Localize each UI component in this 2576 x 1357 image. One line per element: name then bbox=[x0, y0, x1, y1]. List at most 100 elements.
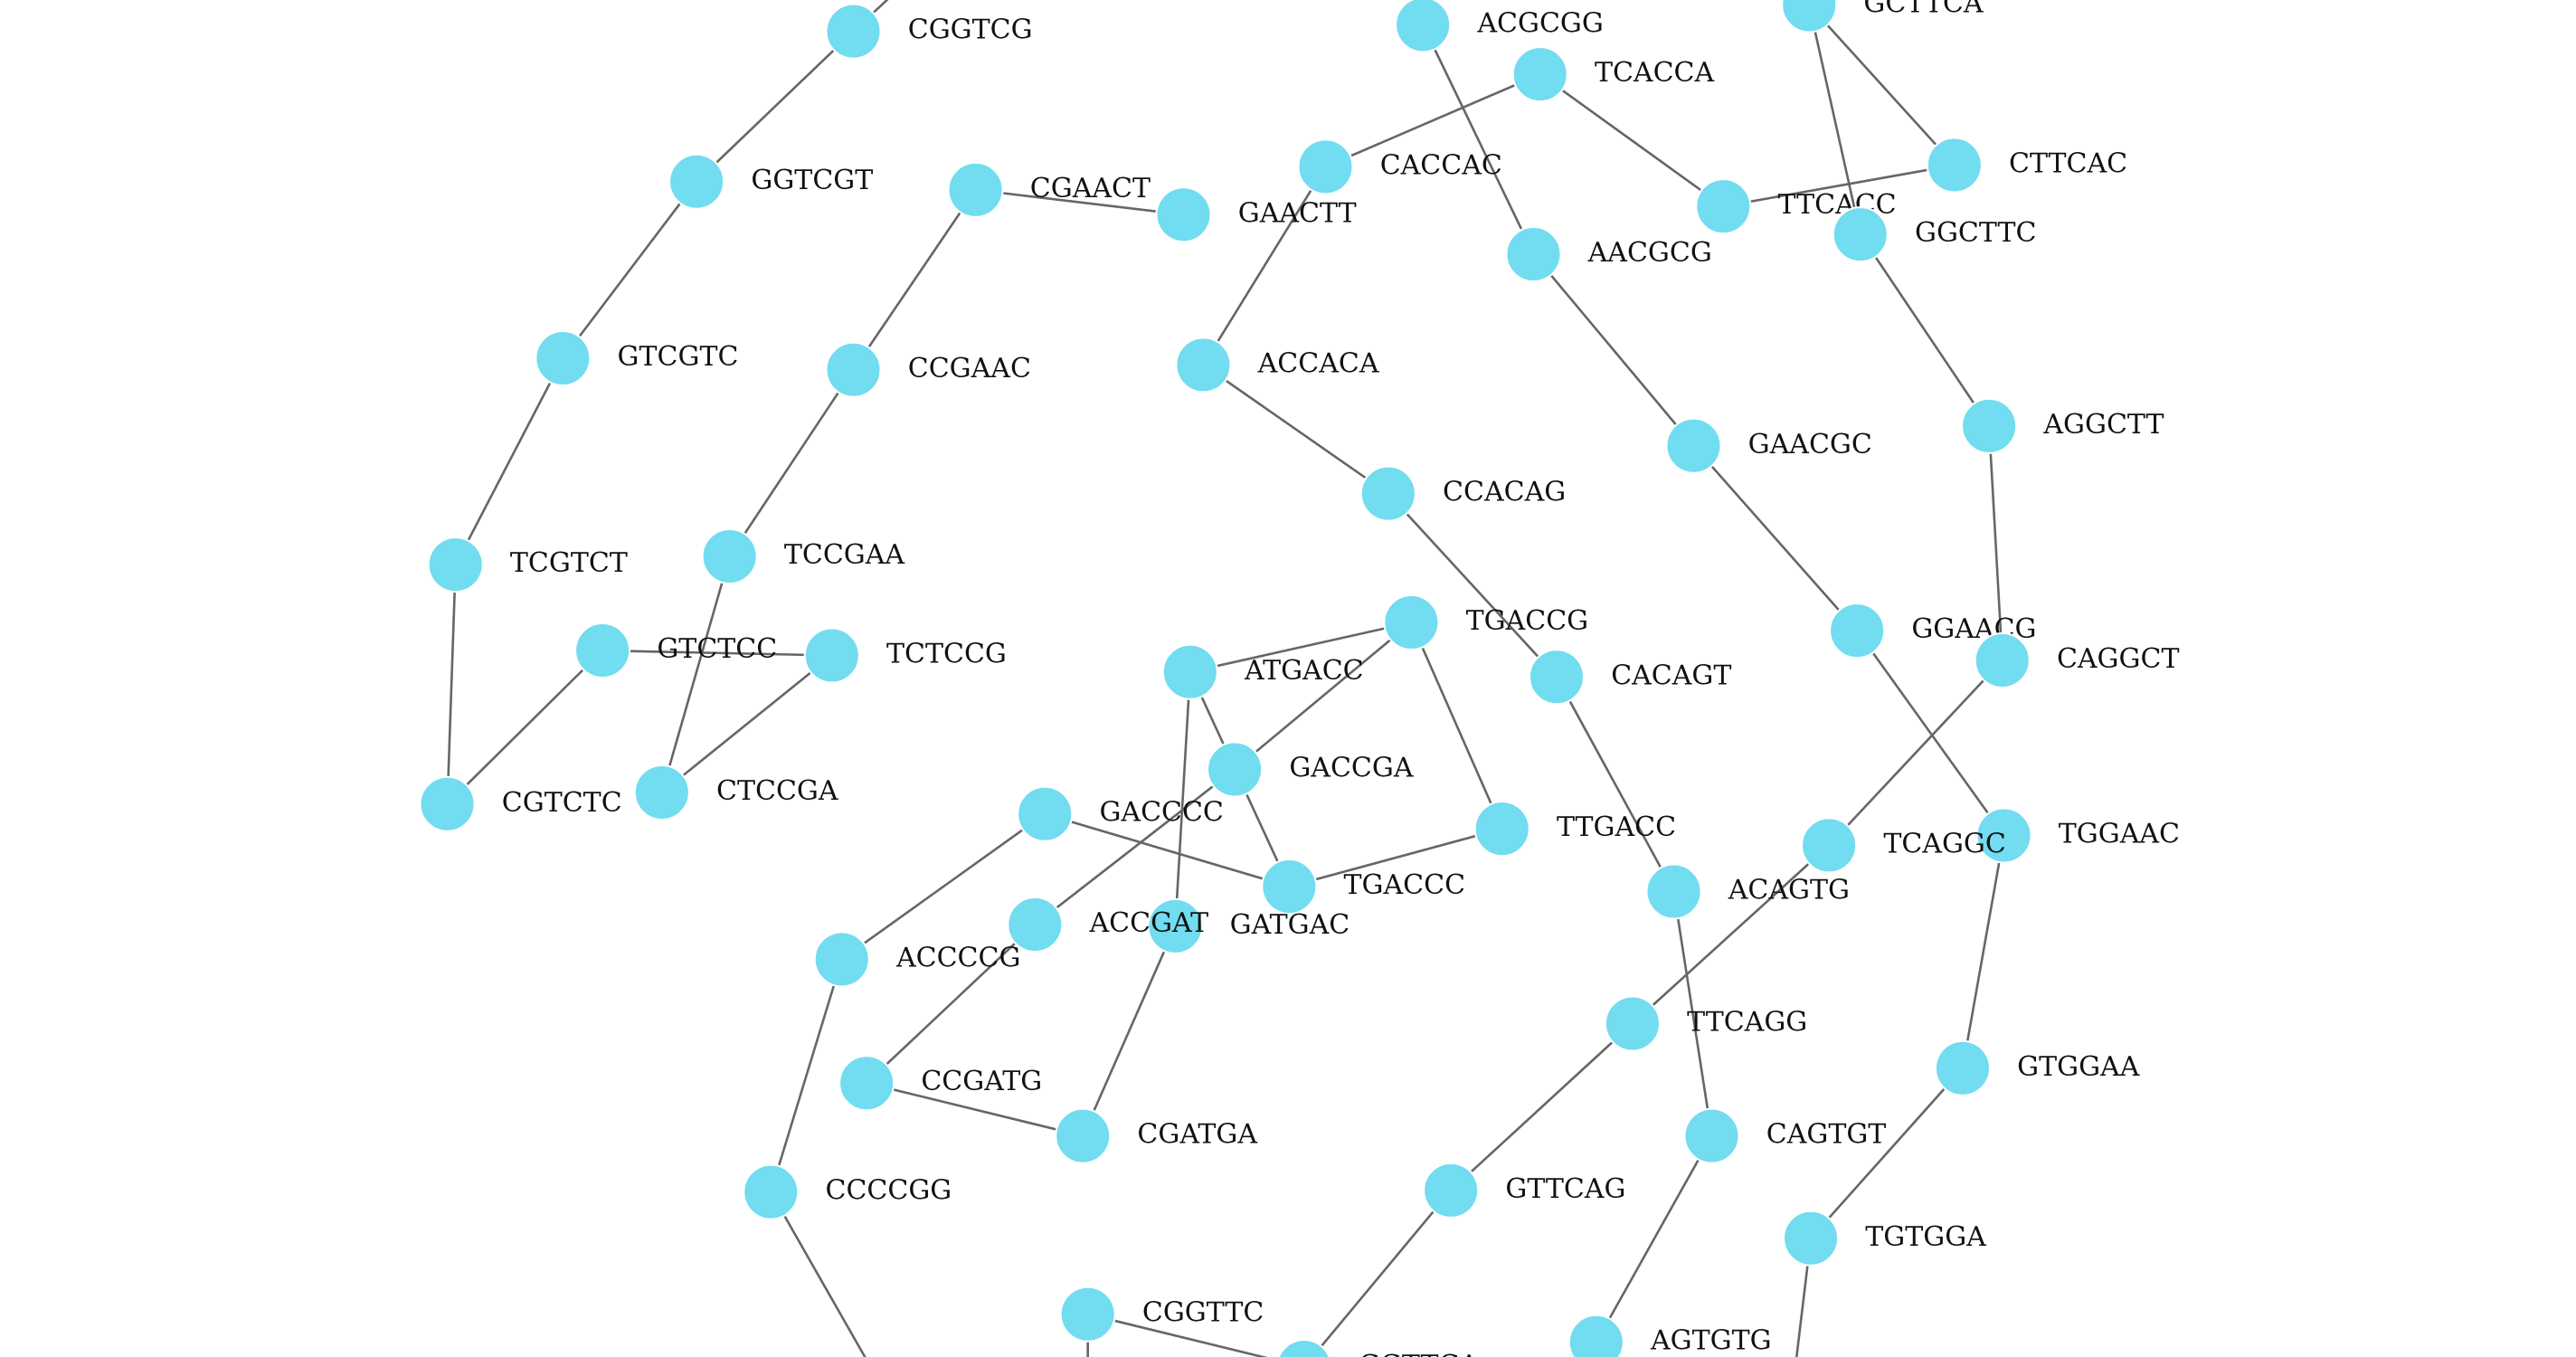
node-circle[interactable] bbox=[1261, 859, 1318, 916]
node-cacagt[interactable]: CACAGT bbox=[1528, 649, 1731, 706]
node-circle[interactable] bbox=[1781, 0, 1838, 33]
node-gtctcc[interactable]: GTCTCC bbox=[574, 622, 777, 679]
node-circle[interactable] bbox=[701, 528, 758, 585]
node-acgcgg[interactable]: ACGCGG bbox=[1395, 0, 1604, 53]
node-circle[interactable] bbox=[1832, 206, 1889, 263]
node-gaactt[interactable]: GAACTT bbox=[1155, 186, 1357, 243]
node-tgtgga[interactable]: TGTGGA bbox=[1783, 1210, 1986, 1267]
node-cgaact[interactable]: CGAACT bbox=[947, 161, 1151, 218]
node-circle[interactable] bbox=[1017, 785, 1074, 842]
node-ccccgg[interactable]: CCCCGG bbox=[743, 1163, 952, 1220]
node-circle[interactable] bbox=[1297, 138, 1354, 195]
node-cggtcg[interactable]: CGGTCG bbox=[825, 3, 1033, 60]
node-circle[interactable] bbox=[1975, 807, 2032, 864]
node-gaccga[interactable]: GACCGA bbox=[1207, 741, 1414, 798]
node-circle[interactable] bbox=[1829, 603, 1886, 660]
node-circle[interactable] bbox=[1147, 897, 1204, 954]
node-circle[interactable] bbox=[1383, 594, 1440, 651]
node-aacgcg[interactable]: AACGCG bbox=[1505, 226, 1712, 283]
node-caccac[interactable]: CACCAC bbox=[1297, 138, 1502, 195]
node-circle[interactable] bbox=[1695, 178, 1752, 235]
node-cgtctc[interactable]: CGTCTC bbox=[419, 775, 622, 832]
node-label: CGTCTC bbox=[502, 787, 622, 819]
node-tggaac[interactable]: TGGAAC bbox=[1975, 807, 2180, 864]
node-circle[interactable] bbox=[1277, 1339, 1331, 1357]
node-ccacag[interactable]: CCACAG bbox=[1359, 465, 1566, 522]
node-circle[interactable] bbox=[1934, 1039, 1991, 1096]
node-tgaccg[interactable]: TGACCG bbox=[1383, 594, 1588, 651]
node-gtggaa[interactable]: GTGGAA bbox=[1934, 1039, 2140, 1096]
node-accaca[interactable]: ACCACA bbox=[1175, 337, 1379, 394]
node-circle[interactable] bbox=[1155, 186, 1212, 243]
node-tccgaa[interactable]: TCCGAA bbox=[701, 528, 905, 585]
node-caggct[interactable]: CAGGCT bbox=[1974, 632, 2180, 688]
node-circle[interactable] bbox=[668, 153, 725, 210]
node-circle[interactable] bbox=[1974, 632, 2031, 688]
node-ccgaac[interactable]: CCGAAC bbox=[825, 341, 1031, 398]
node-circle[interactable] bbox=[1161, 643, 1218, 700]
node-cagtgt[interactable]: CAGTGT bbox=[1683, 1107, 1887, 1164]
node-circle[interactable] bbox=[1567, 1314, 1624, 1357]
node-circle[interactable] bbox=[1059, 1286, 1116, 1343]
node-circle[interactable] bbox=[1926, 137, 1983, 194]
node-tgaccc[interactable]: TGACCC bbox=[1261, 859, 1465, 916]
node-circle[interactable] bbox=[1665, 417, 1722, 474]
node-circle[interactable] bbox=[825, 3, 882, 60]
node-gatgac[interactable]: GATGAC bbox=[1147, 897, 1350, 954]
node-ttcagg[interactable]: TTCAGG bbox=[1604, 995, 1807, 1052]
node-circle[interactable] bbox=[1783, 1210, 1840, 1267]
node-tcgtct[interactable]: TCGTCT bbox=[427, 536, 628, 593]
node-ggtcgt[interactable]: GGTCGT bbox=[668, 153, 873, 210]
node-circle[interactable] bbox=[1604, 995, 1661, 1052]
node-circle[interactable] bbox=[419, 775, 476, 832]
node-circle[interactable] bbox=[838, 1055, 895, 1112]
node-circle[interactable] bbox=[1007, 897, 1064, 953]
node-circle[interactable] bbox=[1473, 801, 1530, 858]
node-ggcttc[interactable]: GGCTTC bbox=[1832, 206, 2037, 263]
node-atgacc[interactable]: ATGACC bbox=[1161, 643, 1364, 700]
node-circle[interactable] bbox=[743, 1163, 800, 1220]
node-gtcgtc[interactable]: GTCGTC bbox=[535, 330, 738, 387]
node-circle[interactable] bbox=[1645, 863, 1702, 920]
node-acagtg[interactable]: ACAGTG bbox=[1645, 863, 1850, 920]
node-tcaggc[interactable]: TCAGGC bbox=[1801, 817, 2006, 874]
node-circle[interactable] bbox=[1961, 397, 2018, 454]
node-ccgatg[interactable]: CCGATG bbox=[838, 1055, 1042, 1112]
node-circle[interactable] bbox=[1801, 817, 1858, 874]
node-circle[interactable] bbox=[1683, 1107, 1740, 1164]
node-accccg[interactable]: ACCCCG bbox=[813, 931, 1021, 988]
node-circle[interactable] bbox=[427, 536, 484, 593]
node-gacccc[interactable]: GACCCC bbox=[1017, 785, 1224, 842]
node-circle[interactable] bbox=[1423, 1162, 1480, 1219]
node-gcttca[interactable]: GCTTCA bbox=[1781, 0, 1984, 33]
node-agtgtg[interactable]: AGTGTG bbox=[1567, 1314, 1772, 1357]
node-ttgacc[interactable]: TTGACC bbox=[1473, 801, 1676, 858]
node-circle[interactable] bbox=[947, 161, 1004, 218]
node-gaacgc[interactable]: GAACGC bbox=[1665, 417, 1872, 474]
node-ctccga[interactable]: CTCCGA bbox=[633, 764, 838, 821]
node-circle[interactable] bbox=[1175, 337, 1232, 394]
node-ttcacc[interactable]: TTCACC bbox=[1695, 178, 1897, 235]
node-circle[interactable] bbox=[574, 622, 631, 679]
node-circle[interactable] bbox=[1055, 1107, 1112, 1164]
node-accgat[interactable]: ACCGAT bbox=[1007, 897, 1208, 953]
node-aggctt[interactable]: AGGCTT bbox=[1961, 397, 2164, 454]
node-circle[interactable] bbox=[825, 341, 882, 398]
node-gttcag[interactable]: GTTCAG bbox=[1423, 1162, 1626, 1219]
node-circle[interactable] bbox=[1511, 46, 1568, 103]
node-cttcac[interactable]: CTTCAC bbox=[1926, 137, 2127, 194]
node-circle[interactable] bbox=[803, 627, 860, 684]
node-circle[interactable] bbox=[813, 931, 870, 988]
node-circle[interactable] bbox=[1505, 226, 1562, 283]
node-tctccg[interactable]: TCTCCG bbox=[803, 627, 1007, 684]
node-circle[interactable] bbox=[633, 764, 690, 821]
node-circle[interactable] bbox=[1395, 0, 1452, 53]
node-cggttc[interactable]: CGGTTC bbox=[1059, 1286, 1264, 1343]
node-cgatga[interactable]: CGATGA bbox=[1055, 1107, 1257, 1164]
node-circle[interactable] bbox=[1359, 465, 1416, 522]
node-circle[interactable] bbox=[535, 330, 592, 387]
node-circle[interactable] bbox=[1528, 649, 1585, 706]
node-circle[interactable] bbox=[1207, 741, 1264, 798]
node-tcacca[interactable]: TCACCA bbox=[1511, 46, 1715, 103]
